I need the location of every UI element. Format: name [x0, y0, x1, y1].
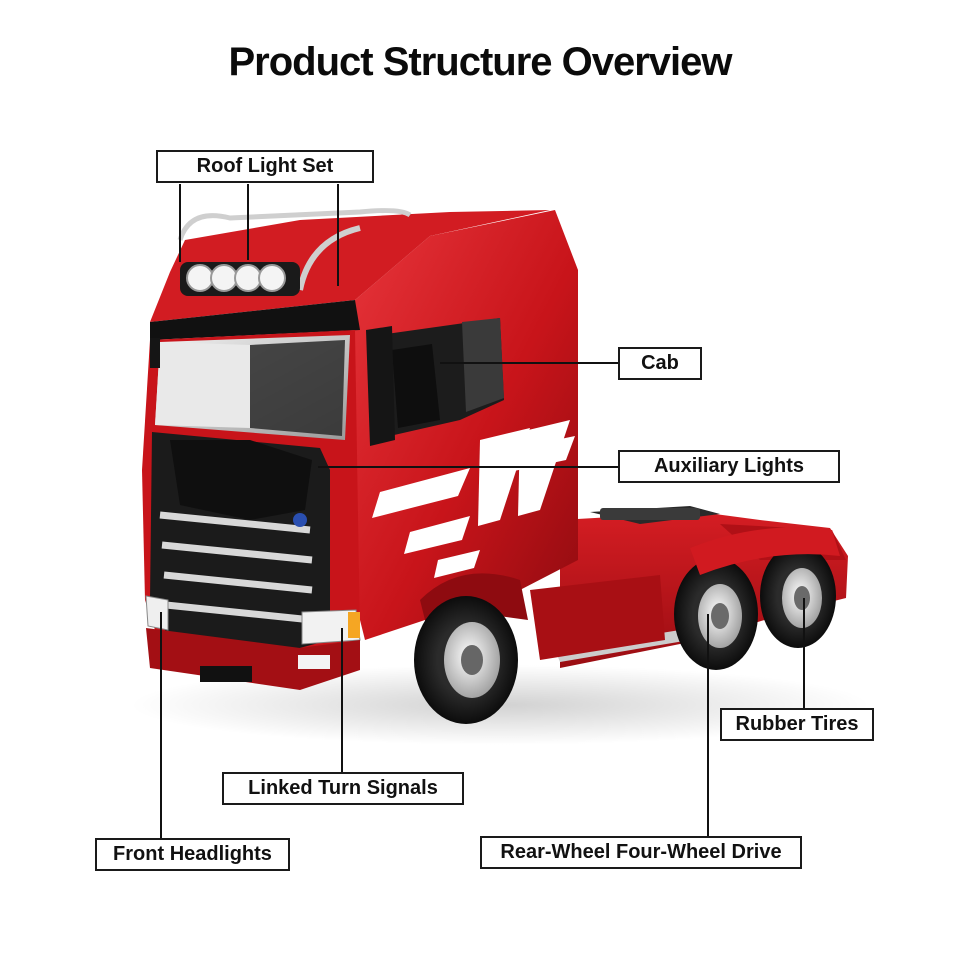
front-wheel [414, 596, 518, 724]
headlight-left [145, 595, 169, 631]
label-cab: Cab [618, 347, 702, 380]
front-bumper [146, 628, 360, 690]
label-roof-light-set: Roof Light Set [156, 150, 374, 183]
fog-light [298, 655, 330, 669]
label-linked-turn-signals: Linked Turn Signals [222, 772, 464, 805]
plate-slot [200, 666, 252, 682]
grille-badge [293, 513, 307, 527]
fifth-wheel-plate [600, 508, 700, 520]
leader-lines [160, 184, 805, 838]
label-rubber-tires: Rubber Tires [720, 708, 874, 741]
rear-wheel-1 [674, 558, 758, 670]
label-front-headlights: Front Headlights [95, 838, 290, 871]
rear-fender [690, 527, 840, 575]
label-auxiliary-lights: Auxiliary Lights [618, 450, 840, 483]
label-rear-wheel-drive: Rear-Wheel Four-Wheel Drive [480, 836, 802, 869]
side-mirror [366, 326, 395, 446]
turn-signal-amber [348, 612, 360, 638]
page-title: Product Structure Overview [228, 40, 732, 84]
grille-chrome-bars [159, 511, 313, 624]
rear-wheel-2 [760, 544, 836, 648]
roof-light-bar [177, 208, 412, 296]
